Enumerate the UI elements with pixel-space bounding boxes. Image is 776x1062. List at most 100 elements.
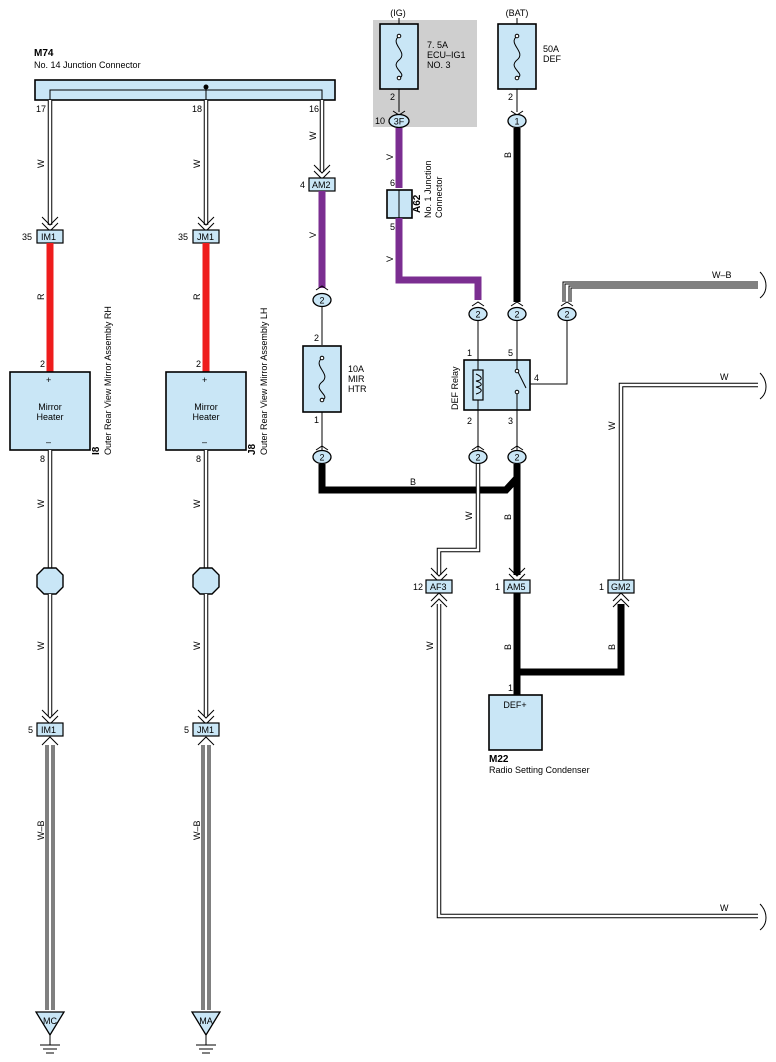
fuse-bat-source: (BAT) [506,8,529,18]
ground-ma-label: MA [199,1016,213,1026]
def-relay: 1 5 DEF Relay 4 2 3 2 2 2 W–B [450,270,767,465]
ig-fuse-circuit: (IG) 7. 5A ECU–IG1 NO. 3 2 3F 10 V 6 A62… [375,8,488,322]
connector-am2-label: AM2 [312,180,331,190]
wire-label-b-bus: B [410,477,416,487]
relay-pin-5: 5 [508,348,513,358]
mirror-lh-minus: – [202,437,207,447]
wire-black-bus [318,464,521,494]
connector-af3-label: AF3 [430,582,447,592]
a62-pin-top: 6 [390,178,395,188]
wire-label-wb-out: W–B [712,270,732,280]
mirror-lh-name: Outer Rear View Mirror Assembly LH [259,308,269,455]
connector-jm1-bot-label: JM1 [197,725,214,735]
ground-symbol-rh [40,1035,60,1054]
a62-name2: Connector [434,176,444,218]
wire-label-w-gm2: W [607,421,617,430]
connector-im1-bottom [36,722,64,737]
m22-code: M22 [489,754,509,765]
fuse-ig-pin-top: 2 [390,92,395,102]
connector-im1-bot-pin: 5 [28,725,33,735]
plug-2-c: 2 [475,310,480,320]
m74-name: No. 14 Junction Connector [34,60,141,70]
mirror-heater-lh [165,371,247,451]
mirror-lh-code: J8 [247,443,258,455]
wire-label-w-am2: W [308,131,318,140]
wire-label-w-lh-3: W [192,641,202,650]
relay-pin-4: 4 [534,373,539,383]
m74-pin-18: 18 [192,104,202,114]
plug-2-f: 2 [514,453,519,463]
wire-label-w-af3: W [464,511,474,520]
connector-am5-pin: 1 [495,582,500,592]
splice-point-rh [36,567,64,595]
mirror-lh-plus: + [202,375,207,385]
m74-pin-17: 17 [36,104,46,114]
wire-label-w-rh-2: W [36,499,46,508]
wire-label-r-lh: R [192,293,202,300]
wire-label-b-m22: B [503,644,513,650]
fuse-mir-pin-bot: 1 [314,415,319,425]
connector-im1-bot-label: IM1 [41,725,56,735]
bat-fuse-circuit: (BAT) 50A DEF 2 1 B 2 [497,8,562,322]
connector-am5-label: AM5 [507,582,526,592]
ground-symbol-lh [196,1035,216,1054]
wire-label-w-out-1: W [720,372,729,382]
relay-name: DEF Relay [450,366,460,410]
wire-label-b-bat: B [503,152,513,158]
connector-jm1-bot-pin: 5 [184,725,189,735]
m74-code: M74 [34,48,54,59]
connector-3f-pin: 10 [375,116,385,126]
plug-2-e: 2 [475,453,480,463]
fuse-bat-pin-top: 2 [508,92,513,102]
connector-3f-label: 3F [394,117,405,127]
relay-pin-3: 3 [508,416,513,426]
m22-label: DEF+ [503,700,526,710]
wire-label-r: R [36,293,46,300]
connector-af3-pin: 12 [413,582,423,592]
ground-mc-label: MC [43,1016,57,1026]
mirror-rh-code: I8 [91,446,102,455]
m74-pin-16: 16 [309,104,319,114]
a62-name1: No. 1 Junction [423,160,433,218]
wire-label-wb-rh: W–B [36,820,46,840]
fuse-mir-label3: HTR [348,384,367,394]
lh-circuit: W JM1 35 R 2 + Mirror Heater – J8 Outer … [165,100,269,1054]
wire-violet-relay [395,218,482,300]
mirror-rh-title1: Mirror [38,402,62,412]
wire-label-v-relay: V [385,256,395,262]
a62-pin-bot: 5 [390,222,395,232]
connector-jm1-top-pin: 35 [178,232,188,242]
connector-jm1-bottom [192,722,220,737]
fuse-ig-source: (IG) [390,8,406,18]
plug-2-a: 2 [319,296,324,306]
fuse-mir-label1: 10A [348,364,364,374]
m22-pin: 1 [508,683,513,693]
connector-am2-pin: 4 [300,180,305,190]
wire-label-w-lh-2: W [192,499,202,508]
fuse-ig-label3: NO. 3 [427,60,451,70]
fuse-bat-label1: 50A [543,44,559,54]
relay-pin-1: 1 [467,348,472,358]
fuse-mir-pin-top: 2 [314,333,319,343]
mirror-lh-pin-top: 2 [196,359,201,369]
wire-label-w-lh: W [192,159,202,168]
wire-label-w-rh-3: W [36,641,46,650]
a62-code: A62 [412,194,423,213]
mirror-rh-plus: + [46,375,51,385]
connector-im1-top-label: IM1 [41,232,56,242]
rh-circuit: W IM1 35 R 2 + Mirror Heater – I8 Outer … [9,100,113,1054]
mirror-rh-minus: – [46,437,51,447]
mirror-lh-pin-bot: 8 [196,454,201,464]
connector-im1-top-pin: 35 [22,232,32,242]
m22-name: Radio Setting Condenser [489,765,590,775]
mir-htr-circuit: W AM2 4 V 2 2 10A MIR HTR 1 2 [300,100,367,465]
connector-gm2-label: GM2 [611,582,631,592]
wire-label-w: W [36,159,46,168]
mirror-lh-title1: Mirror [194,402,218,412]
wire-label-v-ig: V [385,154,395,160]
plug-2-b: 2 [319,453,324,463]
relay-pin-2: 2 [467,416,472,426]
splice-point-lh [192,567,220,595]
